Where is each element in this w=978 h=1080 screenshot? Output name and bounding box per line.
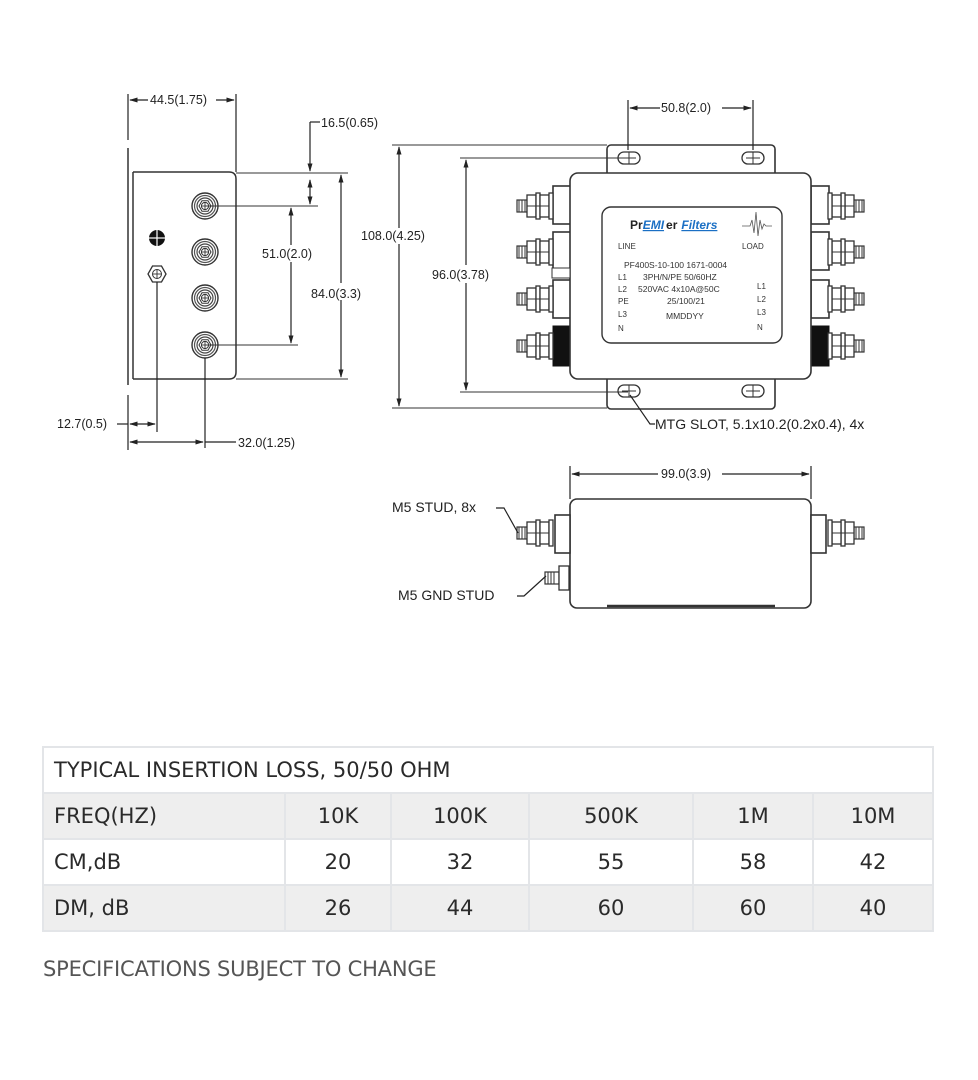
terminal-studs-line [516, 192, 571, 360]
specifications-note: SPECIFICATIONS SUBJECT TO CHANGE [43, 957, 437, 981]
label-spec-line4: MMDDYY [666, 311, 704, 321]
mechanical-drawing: 44.5(1.75) 16.5(0.65) 51.0(2.0) 84.0(3.3… [57, 93, 865, 609]
cell-value: 58 [692, 838, 814, 886]
label-line-l2: L2 [618, 285, 627, 294]
cell-value: 42 [812, 838, 934, 886]
label-spec-line1: 3PH/N/PE 50/60HZ [643, 272, 717, 282]
table-row: DM, dB 26 44 60 60 40 [42, 884, 934, 932]
header-label: FREQ(HZ) [42, 792, 286, 840]
cell-value: 60 [528, 884, 694, 932]
label-spec-line3: 25/100/21 [667, 296, 705, 306]
label-line: LINE [618, 242, 636, 251]
cell-value: 20 [284, 838, 392, 886]
gnd-stud-side-icon [544, 565, 570, 591]
header-freq: 1M [692, 792, 814, 840]
row-label: DM, dB [42, 884, 286, 932]
ground-symbol-icon [149, 230, 165, 246]
row-label: CM,dB [42, 838, 286, 886]
label-line-pe: PE [618, 297, 629, 306]
terminal-studs-load [827, 192, 865, 360]
stud-side-icon [516, 519, 554, 547]
label-line-n: N [618, 324, 624, 333]
dim-top-offset: 16.5(0.65) [321, 116, 378, 130]
cell-value: 60 [692, 884, 814, 932]
label-load-n: N [757, 323, 763, 332]
label-load-l1: L1 [757, 282, 766, 291]
stud-face-icon [191, 238, 219, 266]
side-view: 44.5(1.75) 16.5(0.65) 51.0(2.0) 84.0(3.3… [57, 93, 378, 450]
dim-stud-offset: 32.0(1.25) [238, 436, 295, 450]
stud-face-icon [191, 284, 219, 312]
dim-body-height: 84.0(3.3) [311, 287, 361, 301]
dim-gnd-offset: 12.7(0.5) [57, 417, 107, 431]
mounting-slot-icon [617, 151, 765, 398]
table-title-row: TYPICAL INSERTION LOSS, 50/50 OHM [42, 746, 934, 794]
cell-value: 44 [390, 884, 530, 932]
label-load-l3: L3 [757, 308, 766, 317]
cell-value: 26 [284, 884, 392, 932]
label-part-number: PF400S-10-100 1671-0004 [624, 260, 727, 270]
header-freq: 500K [528, 792, 694, 840]
dim-stud-pitch: 51.0(2.0) [262, 247, 312, 261]
label-spec-line2: 520VAC 4x10A@50C [638, 284, 720, 294]
label-line-l1: L1 [618, 273, 627, 282]
label-load-l2: L2 [757, 295, 766, 304]
label-load: LOAD [742, 242, 764, 251]
table-title: TYPICAL INSERTION LOSS, 50/50 OHM [42, 746, 934, 794]
label-line-l3: L3 [618, 310, 627, 319]
waveform-icon [742, 211, 772, 237]
gnd-stud-face-icon [147, 265, 167, 283]
insertion-loss-table: TYPICAL INSERTION LOSS, 50/50 OHM FREQ(H… [42, 746, 934, 932]
cell-value: 40 [812, 884, 934, 932]
gnd-stud-note: M5 GND STUD [398, 587, 494, 603]
dim-overall-height: 108.0(4.25) [361, 229, 425, 243]
cell-value: 32 [390, 838, 530, 886]
dim-side-width: 44.5(1.75) [150, 93, 207, 107]
mtg-slot-note: MTG SLOT, 5.1x10.2(0.2x0.4), 4x [655, 416, 864, 432]
dim-slot-height: 96.0(3.78) [432, 268, 489, 282]
header-freq: 10K [284, 792, 392, 840]
header-freq: 10M [812, 792, 934, 840]
dim-slot-pitch: 50.8(2.0) [661, 101, 711, 115]
dim-body-length: 99.0(3.9) [661, 467, 711, 481]
header-freq: 100K [390, 792, 530, 840]
table-header-row: FREQ(HZ) 10K 100K 500K 1M 10M [42, 792, 934, 840]
front-view: 99.0(3.9) M5 STUD, 8x M5 GND STUD [392, 466, 865, 609]
table-row: CM,dB 20 32 55 58 42 [42, 838, 934, 886]
stud-note: M5 STUD, 8x [392, 499, 476, 515]
stud-side-icon [827, 519, 865, 547]
cell-value: 55 [528, 838, 694, 886]
